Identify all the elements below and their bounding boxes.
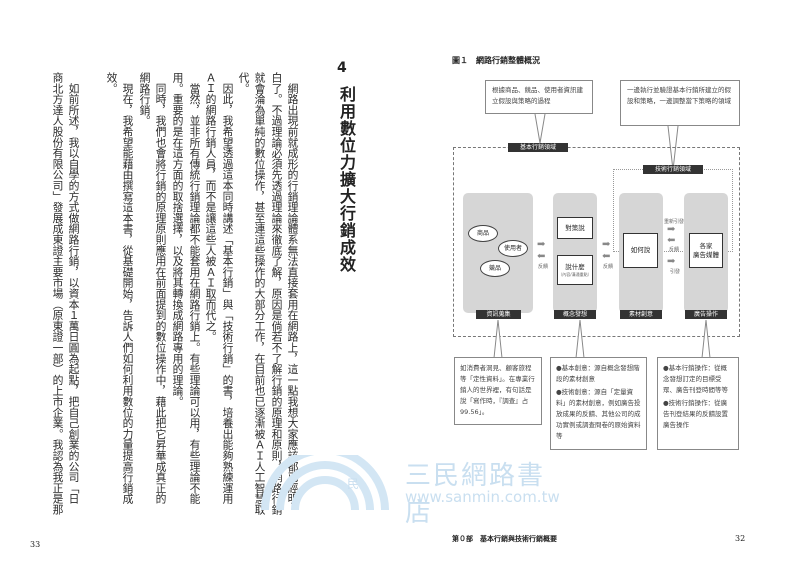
note-item: ●技術行銷操作：從廣告刊登結果的反饋設置廣告操作 xyxy=(663,399,728,429)
note-info: 如消費者洞見、顧客旅程等「定性資料」。在專業行銷人的世界裡，有句話是說「寫作時，… xyxy=(454,357,542,425)
arrow-label-feedback: 反饋 xyxy=(669,247,680,253)
sanmin-logo-icon xyxy=(261,455,389,510)
note-item: ●基本創意：源自概念發想階段的素材創意 xyxy=(556,364,640,383)
arrow-right-icon: ➡ xyxy=(537,239,546,250)
watermark-name: 三民網路書店 xyxy=(405,461,546,528)
arrow-label-feedback: 反饋 xyxy=(538,264,549,270)
text-column: 網路行銷。 xyxy=(138,72,151,126)
note-creative: ●基本創意：源自概念發想階段的素材創意 ●技術創意：源自「定量資料」的素材創意，… xyxy=(550,357,647,450)
arrow-label-trigger: 引發 xyxy=(670,269,681,275)
callout-technical: 一邊執行並驗證基本行銷所建立的假設和策略，一邊調整當下策略的領域 xyxy=(620,80,740,126)
text-column: 代。 xyxy=(237,72,250,94)
arrow-label-rethink: 重新引發 xyxy=(664,219,685,225)
stage-label: 資訊蒐集 xyxy=(476,310,521,319)
arrow-right-icon: ➡ xyxy=(602,239,611,250)
text-column: 現在，我希望能藉由撰寫這本書，從基礎開始，告訴人們如何利用數位的力量提高行銷成 xyxy=(121,72,134,504)
footer-section: 第０部 基本行銷與技術行銷概要 xyxy=(452,535,557,543)
box-strategy: 對策說 xyxy=(557,217,593,239)
text-column: 當然，並非所有傳統行銷理論都不能套用在網路行銷上。有些理論可以用，有些理論不能 xyxy=(188,72,201,504)
arrow-left-icon: ⬅ xyxy=(667,235,676,246)
box-what: 說什麼（內容/溝通重點） xyxy=(557,255,593,285)
text-column: 網路出現前就成形的行銷理論體系無法直接套用在網路上，這一點我想大家應該都已經明 xyxy=(286,72,299,504)
text-column: ＡＩ的網路行銷人員，而不是讓這些人被ＡＩ取而代之。 xyxy=(204,72,217,342)
box-what-label: 說什麼 xyxy=(565,262,585,271)
arrow-right-icon: ➡ xyxy=(667,224,676,235)
basic-domain-label: 基本行銷領域 xyxy=(508,143,568,152)
box-strategy-label: 對策說 xyxy=(565,223,585,232)
text-column: 商北方達人股份有限公司」發展成東證主要市場（原東證一部）的上市企業。我認為我正是… xyxy=(51,72,64,515)
oval-product: 商品 xyxy=(468,225,498,242)
box-media: 各家廣告媒體 xyxy=(689,233,723,268)
callout-pointers xyxy=(534,113,679,170)
arrow-right-icon: ➡ xyxy=(667,256,676,267)
text-column: 用。重要的是在這方面的取捨選擇，以及將其轉換成網路專用的理論。 xyxy=(171,72,184,407)
arrow-left-icon: ⬅ xyxy=(602,251,611,262)
watermark: 民 三民網路書店 www.sanmin.com.tw xyxy=(255,455,560,528)
text-column: 如前所述，我以自學的方式做網路行銷，以資本１萬日圓為起點，把自己創業的公司「日 xyxy=(67,72,80,504)
callout-basic: 根據商品、競品、使用者資訊建立假設與策略的過程 xyxy=(485,80,593,114)
text-column: 因此，我希望透過這本同時講述「基本行銷」與「技術行銷」的書，培養出能夠熟練運用 xyxy=(221,72,234,504)
basic-domain-area xyxy=(453,147,740,337)
page-number-right: 32 xyxy=(735,534,746,543)
technical-domain-label: 技術行銷領域 xyxy=(643,165,703,174)
box-what-sub: （內容/溝通重點） xyxy=(558,271,592,277)
text-column: 就會淪為單純的數位操作，甚至連這些操作的大部分工作，在目前也已逐漸被ＡＩ人工智慧… xyxy=(253,72,266,515)
stage-label: 廣告操作 xyxy=(685,310,727,319)
text-column: 同時，我們也會將行銷的原理原則應用在前面提到的數位操作中，藉此把它昇華成真正的 xyxy=(154,72,167,504)
box-media-line1: 各家 xyxy=(699,241,713,250)
arrow-left-icon: ⬅ xyxy=(537,251,546,262)
watermark-logo-char: 民 xyxy=(347,477,360,491)
chapter-title: 利用數位力擴大行銷成效 xyxy=(337,86,356,273)
text-column: 效。 xyxy=(105,72,118,94)
note-item: ●基本行銷操作：從概念發想訂定的目標受眾、廣告刊登時間等等 xyxy=(663,364,728,394)
box-how-label: 如何說 xyxy=(630,246,651,254)
note-pointers xyxy=(493,319,711,359)
note-item: ●技術創意：源自「定量資料」的素材創意，例如廣告投放成果的反饋、其他公司的成功實… xyxy=(556,388,641,440)
figure-title: 圖１ 網路行銷整體概況 xyxy=(452,56,540,65)
chapter-number: 4 xyxy=(337,60,347,76)
stage-label: 素材創意 xyxy=(620,310,662,319)
stage-column-concept xyxy=(553,193,597,313)
oval-user: 使用者 xyxy=(498,240,528,257)
oval-competitor: 競品 xyxy=(480,260,510,277)
watermark-url: www.sanmin.com.tw xyxy=(405,488,560,506)
box-media-line2: 廣告媒體 xyxy=(693,250,719,259)
text-column: 白了。不過理論必須先透過理論來徹底了解，原因是倘若不了解行銷的原理和原則，網路行… xyxy=(270,72,283,515)
page-number-left: 33 xyxy=(30,540,41,549)
box-how: 如何說 xyxy=(623,233,658,268)
arrow-label-feedback: 反饋 xyxy=(603,264,614,270)
stage-label: 概念發想 xyxy=(554,310,596,319)
note-ops: ●基本行銷操作：從概念發想訂定的目標受眾、廣告刊登時間等等 ●技術行銷操作：從廣… xyxy=(657,357,739,450)
